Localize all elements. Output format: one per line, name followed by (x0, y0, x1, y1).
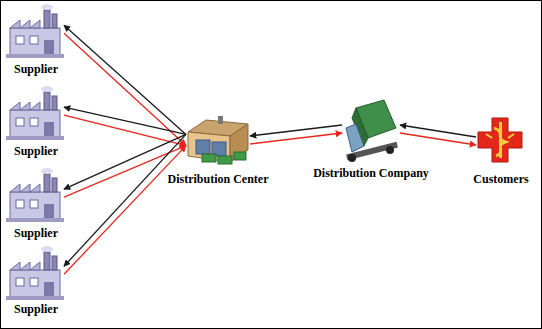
node-label: Supplier (13, 302, 59, 316)
node-label: Distribution Center (167, 172, 270, 186)
pharmacy-cross-icon (478, 118, 522, 162)
return-arrow (64, 25, 186, 134)
node-label: Supplier (13, 144, 59, 158)
node-label: Supplier (13, 62, 59, 76)
supplier-factory-icon (6, 86, 64, 140)
supplier-node: Supplier (8, 86, 64, 142)
supplier-node: Supplier (8, 168, 64, 224)
return-arrow (64, 107, 186, 134)
supplier-factory-icon (6, 4, 64, 58)
return-arrow (250, 125, 342, 136)
supplier-node: Supplier (8, 4, 64, 60)
supplier-node: Supplier (8, 246, 64, 300)
flow-arrow (64, 146, 186, 275)
node-label: Customers (472, 172, 529, 186)
truck-icon (346, 100, 398, 162)
node-label: Distribution Company (312, 166, 430, 180)
return-arrow (400, 125, 476, 137)
distribution-company-node: Distribution Company (342, 98, 400, 160)
supplier-factory-icon (6, 246, 64, 300)
node-label: Supplier (13, 226, 59, 240)
return-arrow (64, 134, 186, 266)
customers-node: Customers (476, 116, 526, 166)
distribution-center-node: Distribution Center (186, 114, 250, 166)
flow-arrow (64, 33, 186, 145)
warehouse-icon (188, 116, 248, 164)
supplier-factory-icon (6, 168, 64, 222)
